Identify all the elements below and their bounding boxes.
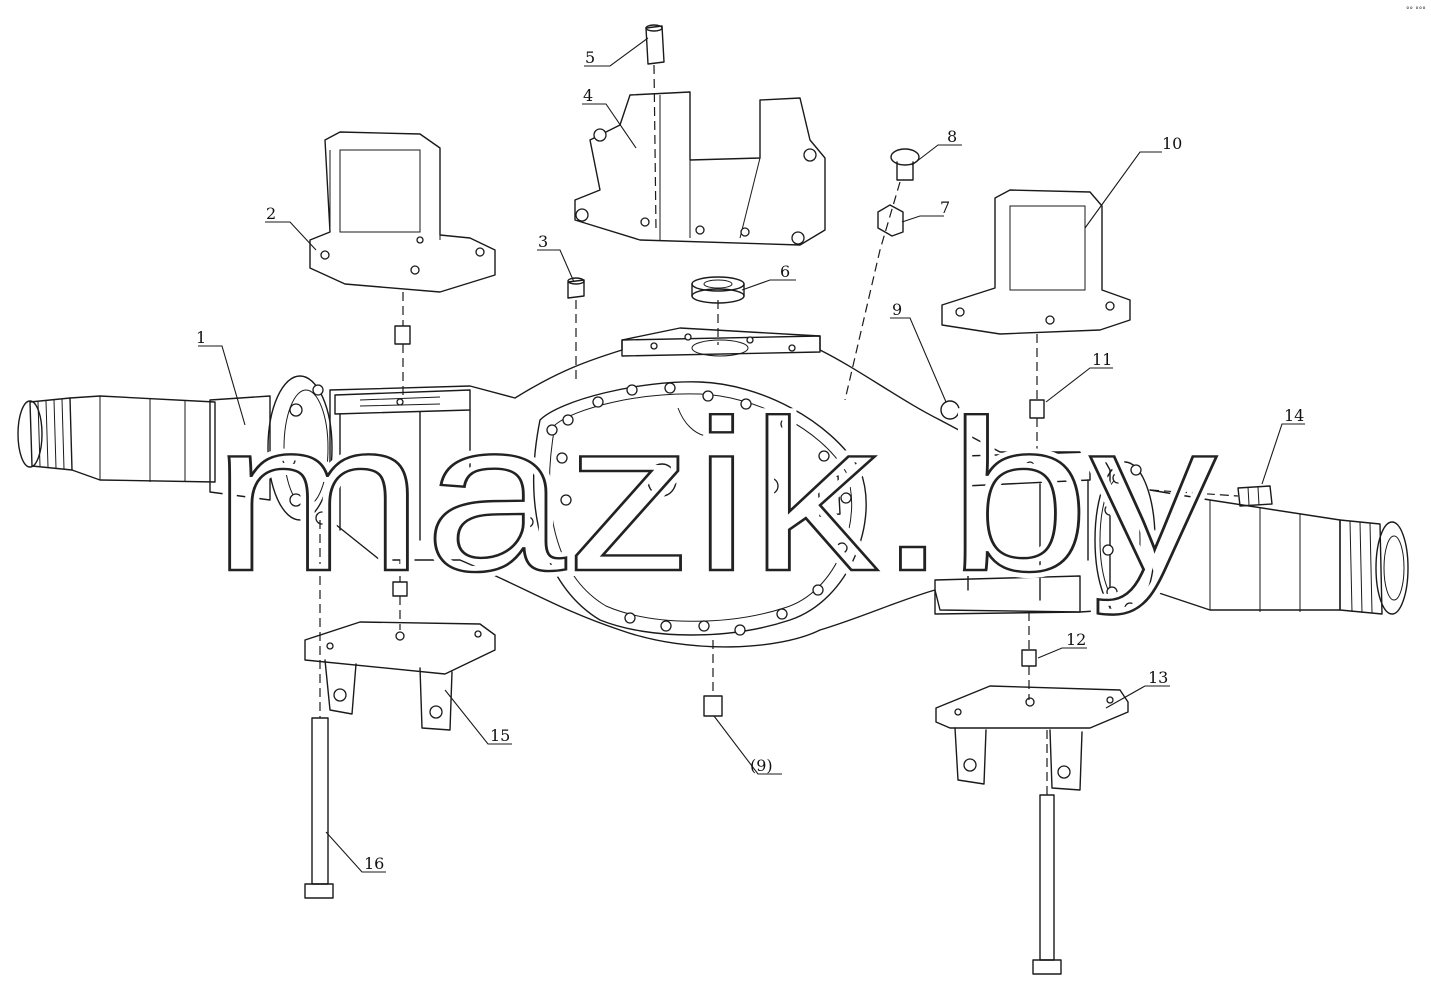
- callout-8: 8: [947, 127, 957, 146]
- callout-15: 15: [490, 726, 510, 745]
- axle-housing: [17, 327, 1409, 648]
- sleeve-9: [940, 400, 960, 420]
- callout-14: 14: [1284, 406, 1304, 425]
- upper-bracket-left: [309, 131, 496, 293]
- bolt-3: [567, 277, 585, 299]
- long-bolt-right: [1032, 794, 1062, 975]
- long-bolt-left: [304, 717, 334, 899]
- plug-8: [890, 148, 920, 181]
- callout-9: 9: [892, 300, 902, 319]
- upper-bracket-right: [941, 189, 1131, 335]
- breather-14: [1237, 485, 1273, 507]
- watermark: mazik.by mazik.by: [206, 369, 1224, 622]
- callout-13: 13: [1148, 668, 1168, 687]
- clip-7: [877, 204, 904, 237]
- callouts: 1 2 3 4 5 6 7 8 9 (9) 10 11 12 13 14 15 …: [196, 48, 1304, 873]
- lower-bracket-right: [935, 685, 1129, 791]
- bushing-6: [691, 276, 745, 304]
- callout-16: 16: [364, 854, 384, 873]
- callout-4: 4: [583, 86, 593, 105]
- leader-lines: [198, 37, 1305, 873]
- bolt-5: [645, 24, 665, 65]
- watermark-text-backing: mazik.by: [212, 375, 1218, 616]
- callout-6: 6: [780, 262, 790, 281]
- callout-11: 11: [1092, 350, 1112, 369]
- callout-9-bracketed: (9): [750, 756, 773, 775]
- dowel-pins: [392, 325, 1045, 717]
- callout-3: 3: [538, 232, 548, 251]
- watermark-text: mazik.by: [212, 375, 1218, 616]
- callout-10: 10: [1162, 134, 1182, 153]
- assembly-lines: [319, 64, 1239, 795]
- center-bracket: [574, 91, 826, 246]
- lower-bracket-left: [304, 621, 496, 731]
- callout-7: 7: [940, 198, 950, 217]
- callout-1: 1: [196, 328, 206, 347]
- callout-5: 5: [585, 48, 595, 67]
- callout-2: 2: [266, 204, 276, 223]
- callout-12: 12: [1066, 630, 1086, 649]
- corner-mark: °° °°°: [1406, 6, 1426, 14]
